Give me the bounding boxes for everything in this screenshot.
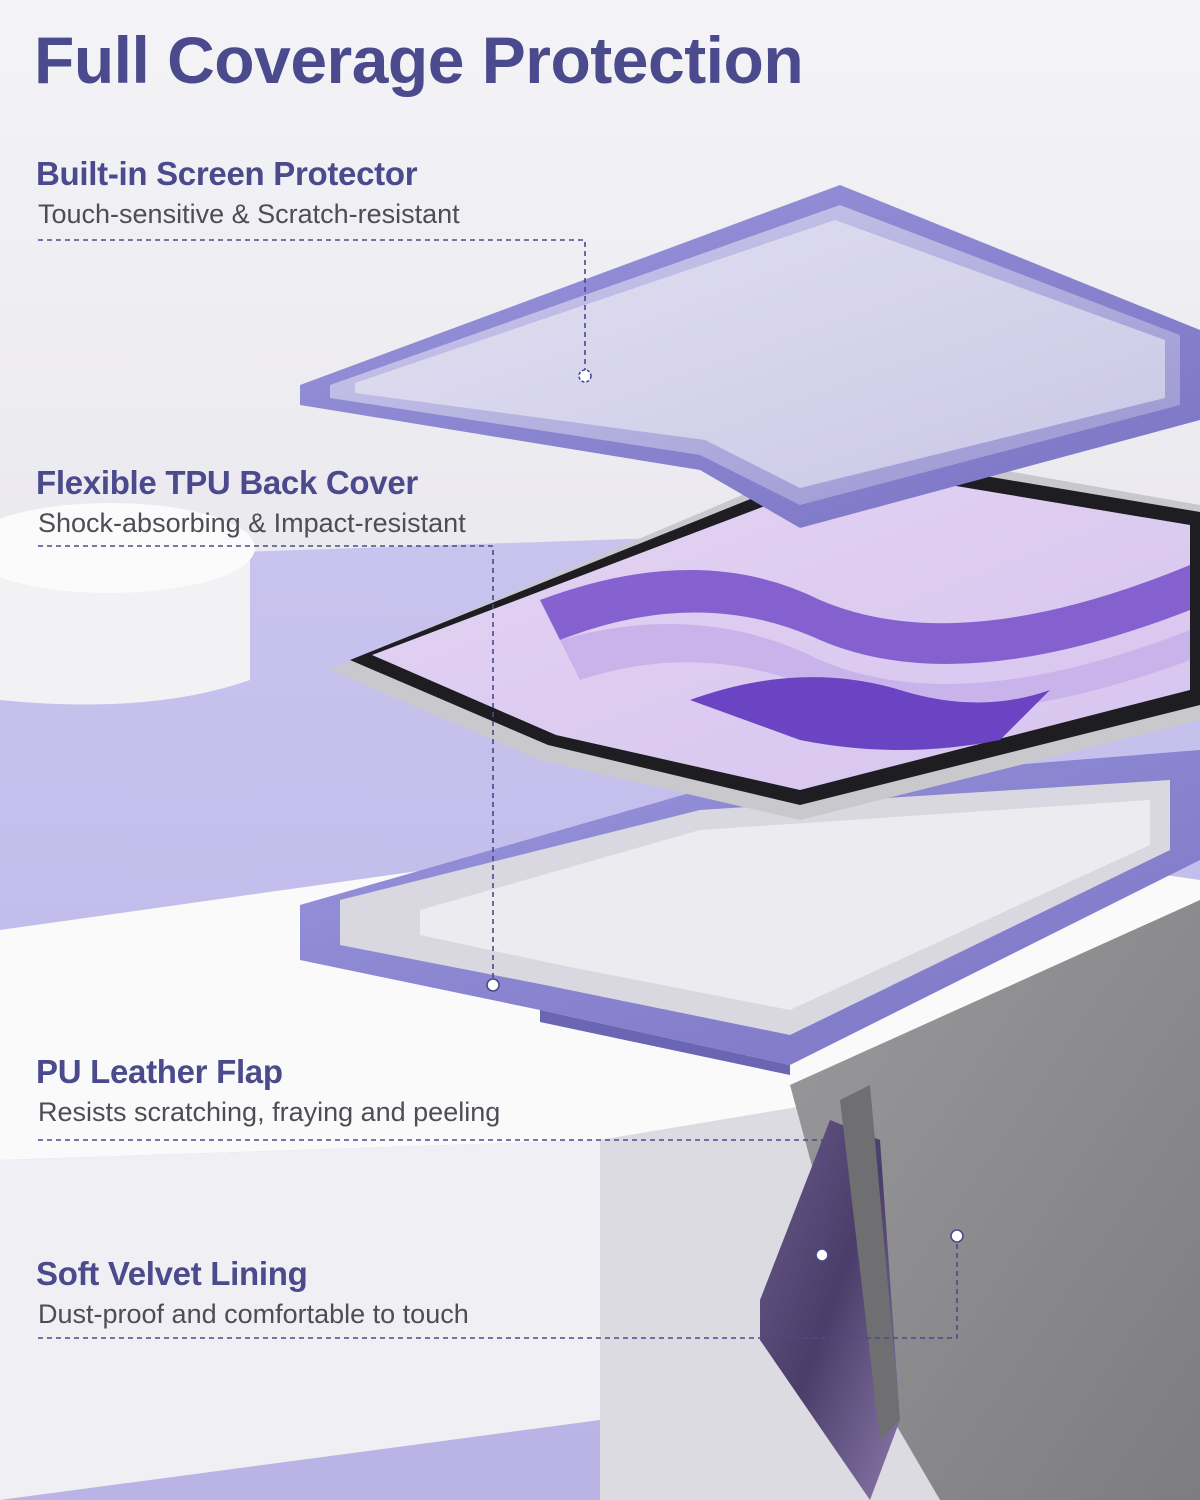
callout-markers [486, 369, 964, 1262]
feature-subtitle: Shock-absorbing & Impact-resistant [38, 508, 466, 538]
feature-velvet-lining: Soft Velvet Lining Dust-proof and comfor… [36, 1255, 469, 1330]
screen-protector-frame [300, 185, 1200, 528]
marker-tpu-cover [486, 978, 500, 992]
leader-line-leather-flap [38, 1139, 823, 1255]
tablet [330, 445, 1200, 820]
feature-subtitle: Resists scratching, fraying and peeling [38, 1097, 501, 1127]
leader-line-screen-protector [38, 239, 586, 376]
marker-velvet-lining [950, 1229, 964, 1243]
callout-lines [38, 239, 958, 1339]
tpu-back-cover [300, 750, 1200, 1075]
feature-leather-flap: PU Leather Flap Resists scratching, fray… [36, 1053, 500, 1128]
feature-title: Soft Velvet Lining [36, 1255, 308, 1292]
feature-tpu-back-cover: Flexible TPU Back Cover Shock-absorbing … [36, 464, 466, 539]
leader-line-velvet-lining [38, 1236, 958, 1339]
feature-title: PU Leather Flap [36, 1053, 283, 1090]
leather-flap [760, 900, 1200, 1500]
marker-leather-flap [815, 1248, 829, 1262]
leader-line-tpu-cover [38, 545, 494, 985]
headline: Full Coverage Protection [34, 23, 804, 97]
feature-subtitle: Dust-proof and comfortable to touch [38, 1299, 469, 1329]
feature-subtitle: Touch-sensitive & Scratch-resistant [38, 199, 460, 229]
feature-screen-protector: Built-in Screen Protector Touch-sensitiv… [36, 155, 460, 230]
round-pedestal [0, 503, 255, 705]
feature-title: Built-in Screen Protector [36, 155, 418, 192]
feature-title: Flexible TPU Back Cover [36, 464, 418, 501]
marker-screen-protector [578, 369, 592, 383]
